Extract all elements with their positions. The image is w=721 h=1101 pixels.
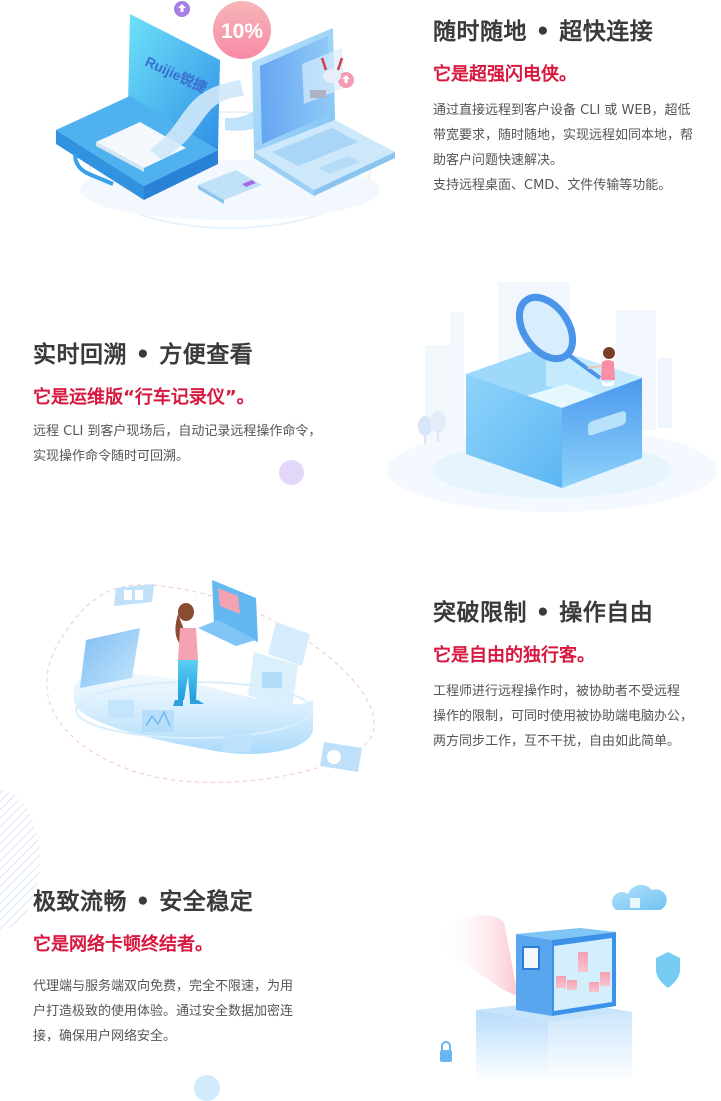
description-line: 代理端与服务端双向免费，完全不限速，为用 xyxy=(33,979,294,994)
decorative-blue-dot xyxy=(194,1075,220,1101)
description-line: 接，确保用户网络安全。 xyxy=(33,1029,177,1044)
description-line: 支持远程桌面、CMD、文件传输等功能。 xyxy=(433,178,672,193)
woman-laptop-screens-illustration xyxy=(46,580,375,783)
box-magnifier-illustration xyxy=(387,282,717,512)
feature-remote-connect: 随时随地 • 超快连接 它是超强闪电侠。 通过直接远程到客户设备 CLI 或 W… xyxy=(433,12,693,198)
feature-subtitle: 它是自由的独行客。 xyxy=(433,645,595,666)
description-line: 实现操作命令随时可回溯。 xyxy=(33,449,190,464)
feature-description: 工程师进行远程操作时，被协助者不受远程 操作的限制，可同时使用被协助端电脑办公，… xyxy=(433,679,693,754)
server-cloud-shield-illustration xyxy=(440,884,680,1082)
description-line: 通过直接远程到客户设备 CLI 或 WEB，超低 xyxy=(433,103,691,118)
decorative-purple-dot xyxy=(279,460,304,485)
feature-subtitle: 它是运维版“行车记录仪”。 xyxy=(33,387,255,408)
description-line: 助客户问题快速解决。 xyxy=(433,153,564,168)
description-line: 工程师进行远程操作时，被协助者不受远程 xyxy=(433,684,681,699)
feature-title: 实时回溯 • 方便查看 xyxy=(33,342,254,368)
description-line: 两方同步工作，互不干扰，自由如此简单。 xyxy=(433,734,681,749)
speed-badge: 10% xyxy=(221,20,263,43)
feature-description: 远程 CLI 到客户现场后，自动记录远程操作命令， 实现操作命令随时可回溯。 xyxy=(33,419,321,469)
feature-free-operation: 突破限制 • 操作自由 它是自由的独行客。 工程师进行远程操作时，被协助者不受远… xyxy=(433,593,693,754)
description-line: 操作的限制，可同时使用被协助端电脑办公， xyxy=(433,709,694,724)
description-line: 带宽要求，随时随地，实现远程如同本地，帮 xyxy=(433,128,694,143)
feature-title: 随时随地 • 超快连接 xyxy=(433,19,654,45)
feature-description: 通过直接远程到客户设备 CLI 或 WEB，超低 带宽要求，随时随地，实现远程如… xyxy=(433,98,693,198)
feature-subtitle: 它是超强闪电侠。 xyxy=(433,64,577,85)
feature-realtime-trace: 实时回溯 • 方便查看 它是运维版“行车记录仪”。 远程 CLI 到客户现场后，… xyxy=(33,335,321,469)
feature-title: 极致流畅 • 安全稳定 xyxy=(33,889,254,915)
feature-subtitle: 它是网络卡顿终结者。 xyxy=(33,934,213,955)
feature-smooth-secure: 极致流畅 • 安全稳定 它是网络卡顿终结者。 代理端与服务端双向免费，完全不限速… xyxy=(33,882,293,1049)
description-line: 远程 CLI 到客户现场后，自动记录远程操作命令， xyxy=(33,424,322,439)
briefcase-laptop-illustration: Ruijie锐捷 10% xyxy=(56,1,395,229)
description-line: 户打造极致的使用体验。通过安全数据加密连 xyxy=(33,1004,294,1019)
feature-description: 代理端与服务端双向免费，完全不限速，为用 户打造极致的使用体验。通过安全数据加密… xyxy=(33,974,293,1049)
feature-title: 突破限制 • 操作自由 xyxy=(433,600,654,626)
